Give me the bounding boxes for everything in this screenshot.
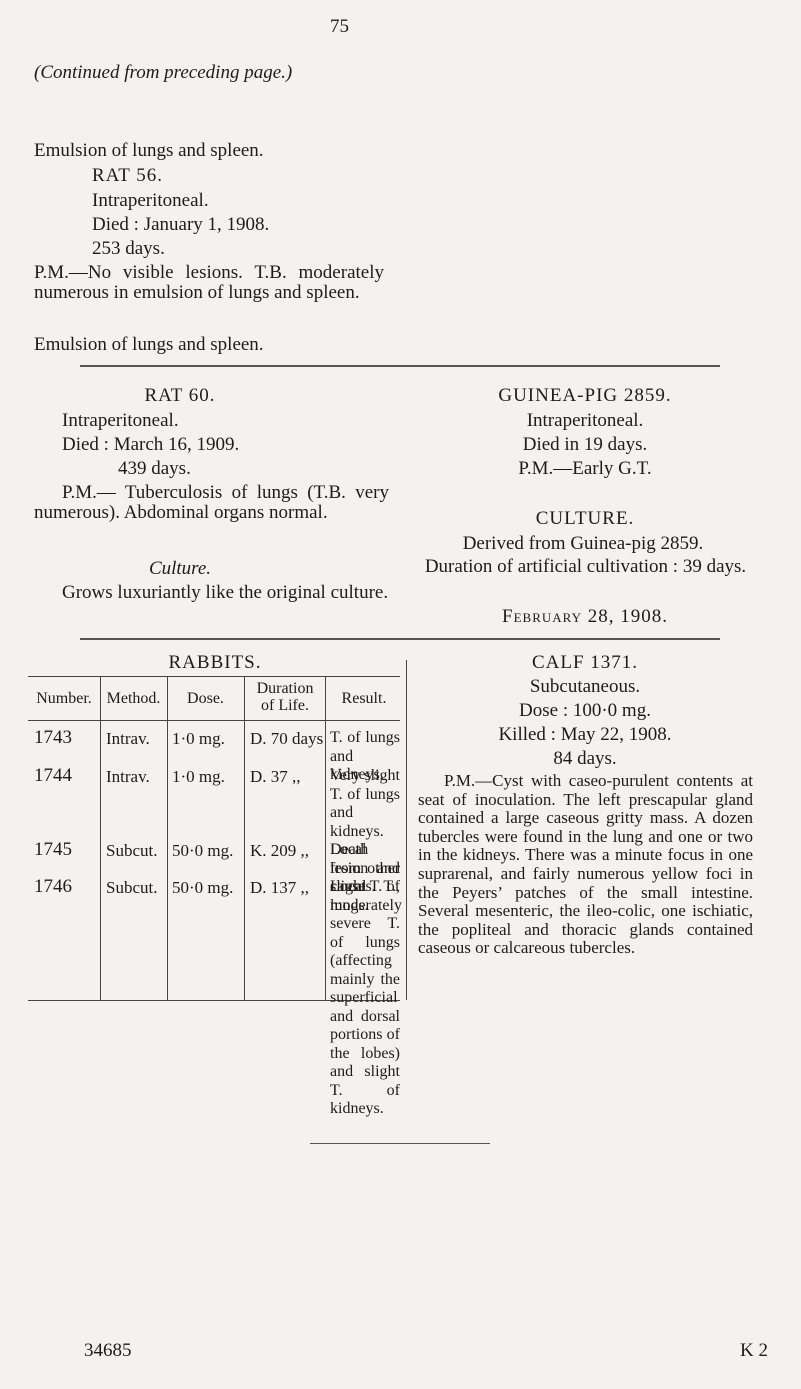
rat-60-died: Died : March 16, 1909. bbox=[62, 434, 240, 455]
table-col-divider-4 bbox=[325, 676, 326, 1000]
calf-pm: P.M.—Cyst with caseo-purulent contents a… bbox=[418, 771, 753, 958]
culture-date: February 28, 1908. bbox=[502, 606, 668, 627]
calf-route: Subcutaneous. bbox=[529, 676, 641, 697]
row-number: 1745 bbox=[34, 839, 72, 860]
calf-title: CALF 1371. bbox=[531, 652, 639, 673]
footer-signature: 34685 bbox=[84, 1340, 132, 1361]
rat-56-route: Intraperitoneal. bbox=[92, 190, 209, 211]
col-header-method: Method. bbox=[106, 690, 161, 707]
rat-60-pm: P.M.— Tuberculosis of lungs (T.B. very n… bbox=[34, 482, 389, 523]
emulsion-intro-2: Emulsion of lungs and spleen. bbox=[34, 334, 264, 355]
row-result: Local T., moderately severe T. of lungs … bbox=[330, 878, 402, 1117]
row-method: Intrav. bbox=[106, 767, 150, 786]
rat-56-days: 253 days. bbox=[92, 238, 165, 259]
row-result: Local lesion and slight T. of lungs. bbox=[330, 841, 400, 914]
row-method: Subcut. bbox=[106, 878, 158, 897]
rabbits-title: RABBITS. bbox=[168, 652, 262, 673]
row-method: Subcut. bbox=[106, 841, 158, 860]
row-duration: D. 70 days bbox=[250, 729, 324, 748]
col-header-duration: Duration of Life. bbox=[256, 680, 314, 714]
row-number: 1743 bbox=[34, 727, 72, 748]
section-rule-1 bbox=[80, 365, 720, 367]
guinea-pig-route: Intraperitoneal. bbox=[526, 410, 644, 431]
row-result: T. of lungs and kidneys. bbox=[330, 729, 400, 783]
row-duration: D. 37 ,, bbox=[250, 767, 301, 786]
calf-killed: Killed : May 22, 1908. bbox=[498, 724, 672, 745]
emulsion-intro: Emulsion of lungs and spleen. bbox=[34, 140, 264, 161]
row-duration: D. 137 ,, bbox=[250, 878, 310, 897]
rat-60-route: Intraperitoneal. bbox=[62, 410, 179, 431]
table-col-divider-1 bbox=[100, 676, 101, 1000]
culture-duration: Duration of artificial cultivation : 39 … bbox=[424, 556, 747, 577]
rat-60-culture-heading: Culture. bbox=[148, 558, 212, 579]
calf-dose: Dose : 100·0 mg. bbox=[519, 700, 651, 721]
rat-60-days: 439 days. bbox=[118, 458, 191, 479]
culture-derived: Derived from Guinea-pig 2859. bbox=[462, 533, 704, 554]
page-number: 75 bbox=[330, 16, 349, 37]
rat-56-died: Died : January 1, 1908. bbox=[92, 214, 270, 235]
row-number: 1746 bbox=[34, 876, 72, 897]
table-rule-top bbox=[28, 676, 400, 677]
guinea-pig-died: Died in 19 days. bbox=[522, 434, 648, 455]
guinea-pig-pm: P.M.—Early G.T. bbox=[518, 458, 652, 479]
rat-60-title: RAT 60. bbox=[144, 385, 216, 406]
guinea-pig-title: GUINEA-PIG 2859. bbox=[498, 385, 672, 406]
continued-note: (Continued from preceding page.) bbox=[34, 62, 293, 83]
rat-56-pm: P.M.—No visible lesions. T.B. moderately… bbox=[34, 262, 384, 303]
table-rule-bottom bbox=[28, 1000, 400, 1001]
row-number: 1744 bbox=[34, 765, 72, 786]
row-dose: 1·0 mg. bbox=[172, 729, 225, 748]
row-dose: 50·0 mg. bbox=[172, 878, 234, 897]
row-result: Very slight T. of lungs and kidneys. Dea… bbox=[330, 767, 400, 895]
table-col-divider-3 bbox=[244, 676, 245, 1000]
col-header-result: Result. bbox=[341, 690, 387, 707]
calf-days: 84 days. bbox=[553, 748, 617, 769]
row-method: Intrav. bbox=[106, 729, 150, 748]
rat-56-title: RAT 56. bbox=[92, 165, 164, 186]
footer-sheet-mark: K 2 bbox=[740, 1340, 768, 1361]
col-header-number: Number. bbox=[36, 690, 92, 707]
row-dose: 50·0 mg. bbox=[172, 841, 234, 860]
culture-heading: CULTURE. bbox=[535, 508, 635, 529]
col-header-dose: Dose. bbox=[187, 690, 224, 707]
row-dose: 1·0 mg. bbox=[172, 767, 225, 786]
row-duration: K. 209 ,, bbox=[250, 841, 310, 860]
table-rule-header bbox=[28, 720, 400, 721]
table-col-divider-2 bbox=[167, 676, 168, 1000]
section-rule-2 bbox=[80, 638, 720, 640]
rat-60-culture-text: Grows luxuriantly like the original cult… bbox=[62, 582, 389, 603]
column-divider bbox=[406, 660, 407, 1000]
section-rule-3 bbox=[310, 1143, 490, 1144]
